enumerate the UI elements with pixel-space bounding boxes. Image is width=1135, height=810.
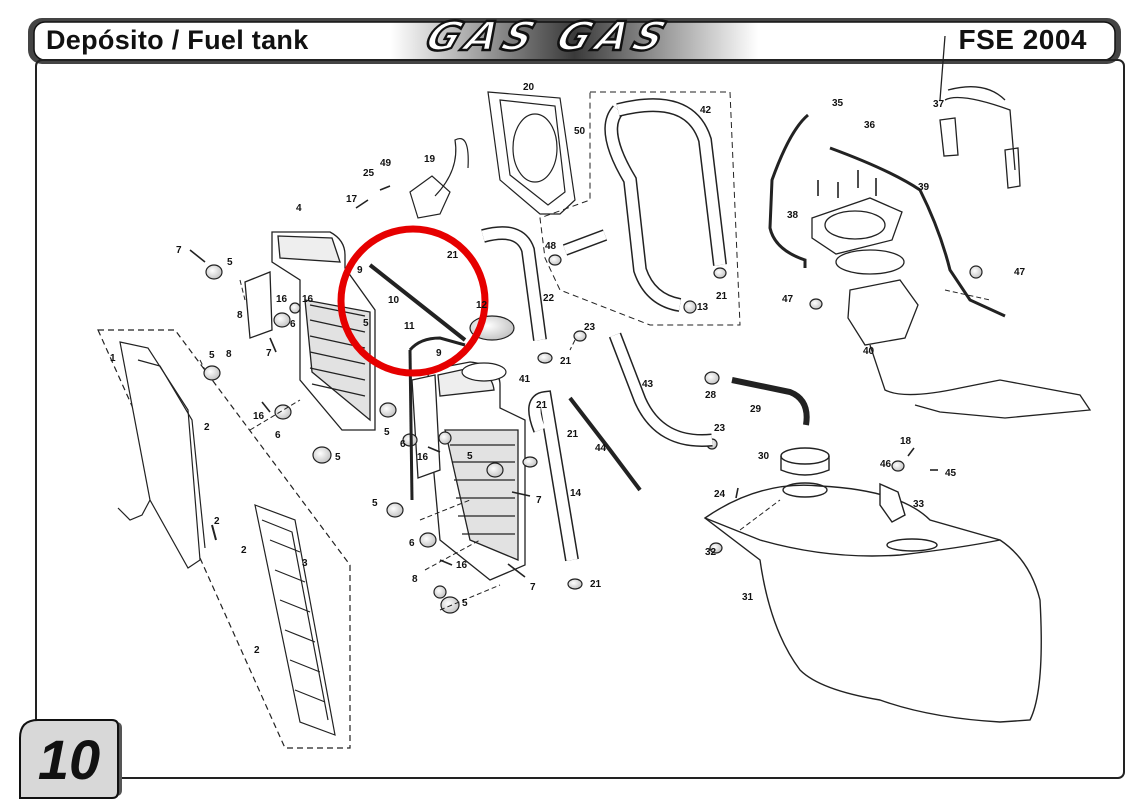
- part-label: 22: [543, 293, 555, 304]
- part-label: 10: [388, 295, 400, 306]
- part-label: 41: [519, 374, 531, 385]
- header-band: [28, 18, 1121, 64]
- fan-assembly: [409, 91, 576, 219]
- part-label: 1: [110, 353, 116, 364]
- part-label: 21: [560, 356, 572, 367]
- part-label: 40: [863, 346, 875, 357]
- part-label: 12: [476, 300, 488, 311]
- part-label: 2: [204, 422, 210, 433]
- part-label: 47: [1014, 267, 1026, 278]
- part-label: 23: [584, 322, 596, 333]
- part-label: 29: [750, 404, 762, 415]
- part-label: 45: [945, 468, 957, 479]
- part-label: 21: [590, 579, 602, 590]
- brand-logo: GAS GAS: [418, 13, 678, 62]
- page-title: Depósito / Fuel tank: [46, 24, 309, 55]
- part-label: 39: [918, 182, 930, 193]
- leader-lines: [199, 279, 991, 611]
- part-label: 11: [404, 321, 415, 332]
- part-label: 48: [545, 241, 557, 252]
- bolts: [189, 170, 938, 578]
- part-label: 35: [832, 98, 844, 109]
- part-label: 9: [357, 265, 363, 276]
- part-label: 23: [714, 423, 726, 434]
- part-labels: 1 2 2 2 2 3 4 5 5 5 5 5 5 5 5 6 6 6 6 7 …: [110, 82, 1026, 656]
- part-label: 44: [595, 443, 607, 454]
- part-label: 21: [447, 250, 459, 261]
- highlight-circle: [337, 225, 489, 377]
- part-label: 6: [290, 319, 296, 330]
- part-label: 5: [467, 451, 473, 462]
- part-label: 9: [436, 348, 442, 359]
- part-label: 3: [302, 558, 308, 569]
- diagram-border: [35, 59, 1125, 779]
- fuel-pump-assembly: [768, 35, 1092, 419]
- part-label: 30: [758, 451, 770, 462]
- part-label: 5: [372, 498, 378, 509]
- part-label: 2: [254, 645, 260, 656]
- part-label: 13: [697, 302, 709, 313]
- part-label: 4: [296, 203, 302, 214]
- radiator-left: [244, 231, 376, 431]
- part-label: 38: [787, 210, 799, 221]
- part-label: 37: [933, 99, 945, 110]
- part-label: 7: [266, 348, 272, 359]
- part-label: 16: [253, 411, 265, 422]
- part-label: 7: [530, 582, 536, 593]
- part-label: 17: [346, 194, 358, 205]
- part-label: 16: [417, 452, 429, 463]
- part-label: 5: [209, 350, 215, 361]
- part-label: 21: [716, 291, 728, 302]
- part-label: 5: [462, 598, 468, 609]
- part-label: 8: [226, 349, 232, 360]
- radiator-grille: [254, 504, 336, 736]
- part-label: 33: [913, 499, 925, 510]
- part-label: 16: [276, 294, 288, 305]
- part-label: 8: [237, 310, 243, 321]
- part-label: 2: [214, 516, 220, 527]
- part-label: 5: [227, 257, 233, 268]
- page-number: 10: [37, 727, 101, 791]
- part-label: 2: [241, 545, 247, 556]
- part-label: 46: [880, 459, 892, 470]
- part-label: 42: [700, 105, 712, 116]
- radiator-center: [411, 361, 526, 581]
- part-label: 19: [424, 154, 436, 165]
- part-label: 6: [400, 439, 406, 450]
- part-label: 5: [384, 427, 390, 438]
- page-number-badge: [19, 719, 122, 799]
- radiator-shroud-left: [97, 329, 351, 749]
- part-label: 47: [782, 294, 794, 305]
- part-label: 6: [275, 430, 281, 441]
- part-label: 5: [335, 452, 341, 463]
- part-label: 7: [176, 245, 182, 256]
- part-label: 21: [536, 400, 548, 411]
- part-label: 36: [864, 120, 876, 131]
- part-label: 50: [574, 126, 586, 137]
- part-label: 24: [714, 489, 726, 500]
- part-label: 49: [380, 158, 392, 169]
- part-label: 20: [523, 82, 535, 93]
- part-label: 21: [567, 429, 579, 440]
- part-label: 7: [536, 495, 542, 506]
- part-label: 6: [409, 538, 415, 549]
- fuel-tank: [703, 447, 1042, 723]
- part-label: 25: [363, 168, 375, 179]
- part-label: 18: [900, 436, 912, 447]
- dashed-group-42: [539, 91, 741, 326]
- fasteners: [203, 254, 983, 614]
- model-name: FSE 2004: [958, 24, 1087, 55]
- part-label: 28: [705, 390, 717, 401]
- part-label: 32: [705, 547, 717, 558]
- part-label: 5: [363, 318, 369, 329]
- part-label: 16: [302, 294, 314, 305]
- hoses: [368, 98, 810, 562]
- part-label: 43: [642, 379, 654, 390]
- part-label: 8: [412, 574, 418, 585]
- part-label: 31: [742, 592, 754, 603]
- part-label: 14: [570, 488, 582, 499]
- part-label: 16: [456, 560, 468, 571]
